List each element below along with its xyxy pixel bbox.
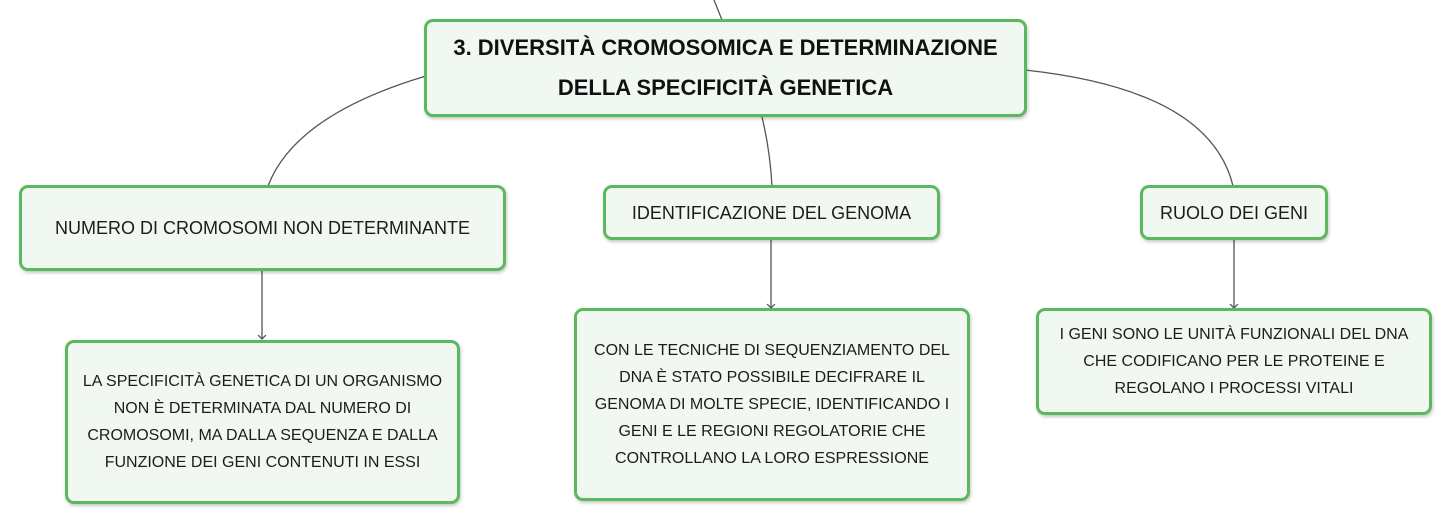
root-node[interactable]: 3. DIVERSITÀ CROMOSOMICA E DETERMINAZION… [424, 19, 1027, 117]
detail-text: CON LE TECNICHE DI SEQUENZIAMENTO DEL DN… [594, 342, 950, 467]
topic-label: NUMERO DI CROMOSOMI NON DETERMINANTE [54, 218, 470, 238]
topic-node-ruolo-geni[interactable]: RUOLO DEI GENI [1140, 185, 1328, 240]
root-title: 3. DIVERSITÀ CROMOSOMICA E DETERMINAZION… [453, 35, 998, 100]
detail-node-identificazione-genoma[interactable]: CON LE TECNICHE DI SEQUENZIAMENTO DEL DN… [574, 308, 970, 501]
parent-connector [713, 0, 723, 21]
topic-node-identificazione-genoma[interactable]: IDENTIFICAZIONE DEL GENOMA [603, 185, 940, 240]
topic-label: IDENTIFICAZIONE DEL GENOMA [631, 202, 912, 223]
topic-node-numero-cromosomi[interactable]: NUMERO DI CROMOSOMI NON DETERMINANTE [19, 185, 506, 271]
detail-node-numero-cromosomi[interactable]: LA SPECIFICITÀ GENETICA DI UN ORGANISMO … [65, 340, 460, 504]
topic-label: RUOLO DEI GENI [1159, 202, 1309, 223]
detail-node-ruolo-geni[interactable]: I GENI SONO LE UNITÀ FUNZIONALI DEL DNA … [1036, 308, 1432, 415]
detail-text: I GENI SONO LE UNITÀ FUNZIONALI DEL DNA … [1059, 326, 1409, 397]
detail-text: LA SPECIFICITÀ GENETICA DI UN ORGANISMO … [82, 373, 443, 471]
connector-root-topic-3 [1024, 69, 1234, 187]
connector-root-topic-1 [267, 75, 427, 187]
connector-root-topic-2 [761, 116, 773, 187]
